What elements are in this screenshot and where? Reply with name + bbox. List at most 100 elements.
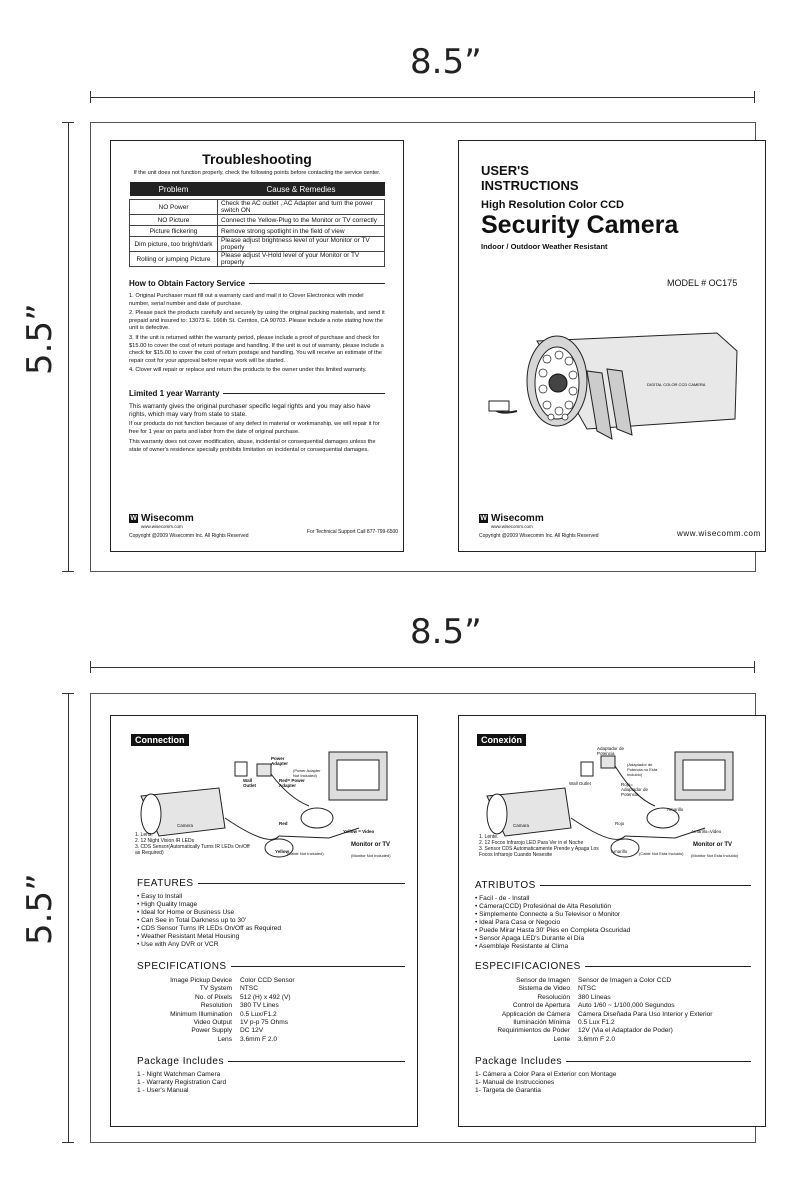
bottom-height-tick-bottom <box>62 1142 74 1143</box>
cover-instructions: INSTRUCTIONS <box>481 178 579 193</box>
troubleshooting-title: Troubleshooting <box>202 151 312 167</box>
atributos-heading: ATRIBUTOS <box>475 880 751 891</box>
cover-tagline: Indoor / Outdoor Weather Resistant <box>481 242 608 251</box>
conexion-panel: Conexión Adaptador de Potencia (Adaptado… <box>458 715 766 1127</box>
connection-title: Connection <box>131 734 189 746</box>
factory-item: 2. Please pack the products carefully an… <box>129 310 385 332</box>
legend-item: 3. Sensor CDS Automaticamente Prende y A… <box>479 846 599 858</box>
top-height-line <box>68 122 69 572</box>
rojo-label: Rojo <box>615 821 625 826</box>
warranty-heading: Limited 1 year Warranty <box>129 389 385 398</box>
row-problem: NO Power <box>129 199 218 215</box>
amarillo-label-2: Amarillo <box>611 849 628 854</box>
package-heading: Package Includes <box>475 1056 751 1067</box>
row-cause: Please adjust brightness level of your M… <box>217 236 385 252</box>
conexion-title: Conexión <box>477 734 527 746</box>
troubleshooting-intro: If the unit does not function properly, … <box>133 170 381 176</box>
factory-service-heading: How to Obtain Factory Service <box>129 279 385 288</box>
adaptador-label: Adaptador de Potencia <box>597 746 625 756</box>
bottom-height-label: 5.5” <box>20 873 60 945</box>
list-item: • Use with Any DVR or VCR <box>137 941 219 948</box>
list-item: 1 - Warranty Registration Card <box>137 1079 227 1087</box>
camera-label: Camera <box>177 823 194 828</box>
bottom-height-tick-top <box>62 693 74 694</box>
camera-label: DIGITAL COLOR CCD CAMERA <box>647 382 706 387</box>
row-problem: Dim picture, too bright/dark <box>129 236 218 252</box>
factory-item: 4. Clover will repair or replace and ret… <box>129 367 367 374</box>
warranty-paragraph: If our products do not function because … <box>129 421 380 435</box>
specs-heading: SPECIFICATIONS <box>137 961 405 972</box>
cable-note: (Cable Not Included) <box>287 851 324 856</box>
factory-item: 1. Original Purchaser must fill out a wa… <box>129 293 364 307</box>
top-height-tick-top <box>62 122 74 123</box>
top-width-tick-left <box>90 91 91 103</box>
list-item: • High Quality Image <box>137 901 198 908</box>
cover-subtitle: High Resolution Color CCD <box>481 199 624 211</box>
bottom-width-line <box>90 667 755 668</box>
row-problem: Picture flickering <box>129 225 218 237</box>
row-cause: Remove strong spotlight in the field of … <box>217 225 385 237</box>
row-cause: Check the AC outlet , AC Adapter and tur… <box>217 199 385 215</box>
connection-panel: Connection Power Adapter Wall Outlet Red… <box>110 715 418 1127</box>
logo-mark-icon: W <box>129 514 138 523</box>
legend-item: 2. 12 Focos Infrarojo LED Para Ver in el… <box>479 840 584 846</box>
list-item: • Ideal Para Casa or Negocio <box>475 919 561 926</box>
row-problem: NO Picture <box>129 214 218 226</box>
features-title: FEATURES <box>137 878 194 889</box>
factory-service-title: How to Obtain Factory Service <box>129 279 246 288</box>
adaptador-note: (Adaptador de Potencia no Esta Incluido) <box>627 762 658 777</box>
bottom-height-line <box>68 693 69 1143</box>
logo-url: www.wisecomm.com <box>141 524 183 529</box>
monitor-note: (Monitor Not Included) <box>351 853 391 858</box>
row-cause: Please adjust V-Hold level of your Monit… <box>217 251 385 267</box>
legend-item: 2. 12 Night Vision IR LEDs <box>135 838 195 844</box>
model-number: MODEL # OC175 <box>667 278 738 288</box>
cover-panel: USER'S INSTRUCTIONS High Resolution Colo… <box>458 140 766 552</box>
list-item: 1 - User's Manual <box>137 1087 189 1095</box>
copyright: Copyright @2009 Wisecomm Inc. All Rights… <box>479 533 599 539</box>
list-item: • Sensor Apaga LED's Durante el Día <box>475 935 585 942</box>
col-cause: Cause & Remedies <box>217 182 385 196</box>
list-item: • Can See in Total Darkness up to 30' <box>137 917 247 924</box>
cover-title: Security Camera <box>481 211 679 239</box>
monitor-label: Monitor or TV <box>351 842 390 848</box>
legend-item: 1. Lens. <box>135 832 153 838</box>
list-item: • Ideal for Home or Business Use <box>137 909 235 916</box>
especificaciones-title: ESPECIFICACIONES <box>475 961 581 972</box>
wall-outlet-label: Wall Outlet <box>243 778 256 788</box>
copyright: Copyright @2009 Wisecomm Inc. All Rights… <box>129 533 249 539</box>
conexion-diagram <box>486 751 734 858</box>
rule <box>223 392 385 394</box>
rule <box>249 283 385 284</box>
features-heading: FEATURES <box>137 878 405 889</box>
atributos-list: • Facil - de - Install • Cámera(CCD) Pro… <box>475 895 751 951</box>
list-item: • Asemblaje Resistante al Clima <box>475 943 569 950</box>
rule <box>227 1061 405 1063</box>
legend-item: 1. Lente. <box>479 834 499 840</box>
package-list: 1 - Night Watchman Camera 1 - Warranty R… <box>137 1071 405 1095</box>
cable-note: (Cable Not Esta Incluido) <box>639 851 684 856</box>
logo-url: www.wisecomm.com <box>491 524 533 529</box>
bottom-width-tick-left <box>90 661 91 673</box>
row-cause: Connect the Yellow-Plug to the Monitor o… <box>217 214 385 226</box>
package-list: 1- Cámera a Color Para el Exterior con M… <box>475 1071 751 1095</box>
atributos-title: ATRIBUTOS <box>475 880 536 891</box>
logo-mark-icon: W <box>479 514 488 523</box>
top-width-label: 8.5” <box>410 42 482 82</box>
power-adapter-label: Power Adapter <box>271 756 289 766</box>
